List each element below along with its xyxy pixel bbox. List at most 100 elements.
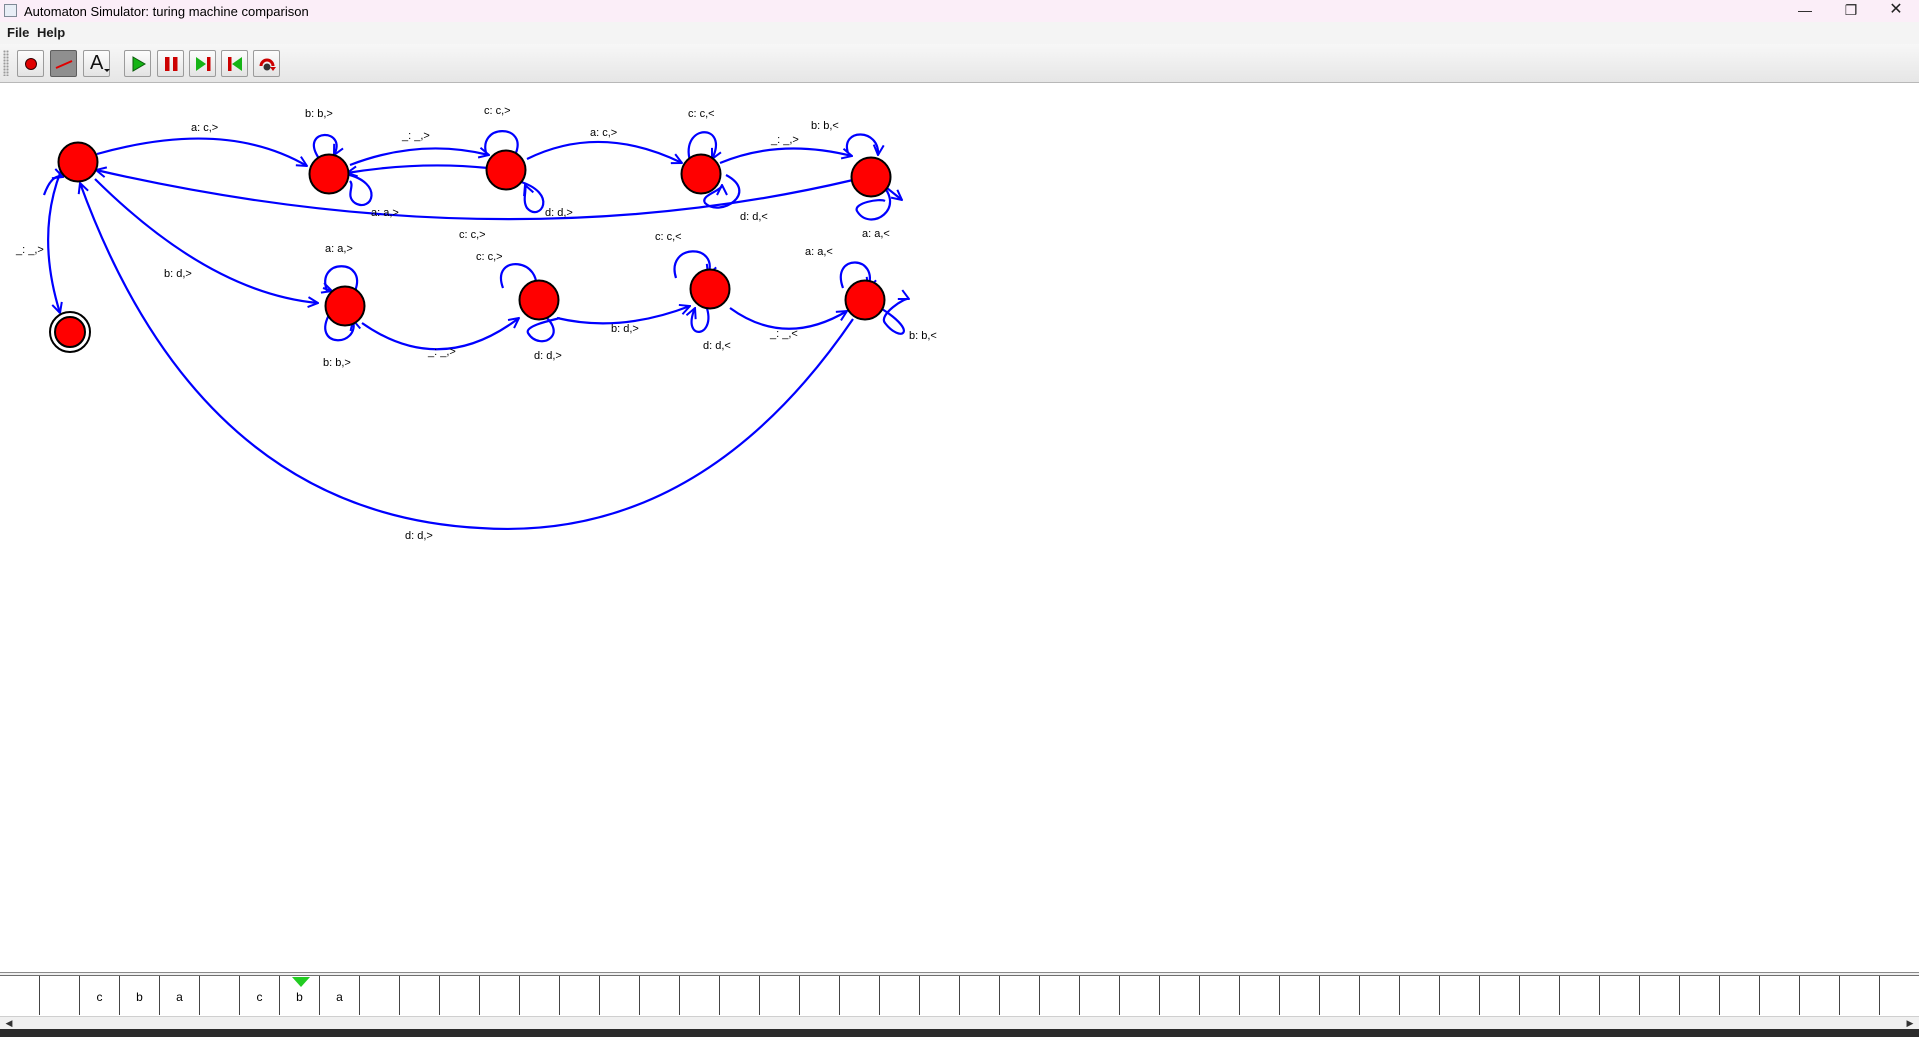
add-state-button[interactable] bbox=[17, 50, 44, 77]
transition-edge[interactable] bbox=[349, 148, 489, 167]
tape-cell[interactable]: a bbox=[160, 976, 200, 1015]
tape-cell[interactable] bbox=[1440, 976, 1480, 1015]
tape-cell[interactable] bbox=[1080, 976, 1120, 1015]
transition-loop[interactable] bbox=[526, 308, 561, 343]
play-button[interactable] bbox=[124, 50, 151, 77]
transition-loop[interactable] bbox=[839, 261, 870, 288]
automaton-canvas[interactable]: a: c,> b: b,> _: _,> a: a,> c: c,> d: d,… bbox=[0, 82, 1919, 973]
tape-cell[interactable] bbox=[1600, 976, 1640, 1015]
tape-cell[interactable] bbox=[600, 976, 640, 1015]
transition-edge[interactable] bbox=[719, 147, 852, 165]
tape-cell[interactable] bbox=[920, 976, 960, 1015]
tape-cell[interactable] bbox=[1560, 976, 1600, 1015]
transition-edge[interactable] bbox=[96, 170, 854, 221]
tape-cell[interactable] bbox=[480, 976, 520, 1015]
tape-cell[interactable] bbox=[1760, 976, 1800, 1015]
tape-cell[interactable] bbox=[640, 976, 680, 1015]
transition-edge[interactable] bbox=[729, 307, 847, 330]
tape-cell[interactable] bbox=[800, 976, 840, 1015]
tape-cell[interactable] bbox=[520, 976, 560, 1015]
tape-cell[interactable] bbox=[760, 976, 800, 1015]
state-final[interactable] bbox=[54, 316, 86, 348]
scroll-left-icon[interactable]: ◀ bbox=[5, 1018, 13, 1028]
tape-cell[interactable] bbox=[0, 976, 40, 1015]
tape-cell[interactable] bbox=[40, 976, 80, 1015]
transition-edge[interactable] bbox=[556, 306, 690, 325]
transition-loop[interactable] bbox=[345, 172, 373, 206]
menu-help[interactable]: Help bbox=[37, 25, 66, 40]
tape-cell[interactable] bbox=[1360, 976, 1400, 1015]
tape-scrollbar[interactable]: ◀ ▶ bbox=[0, 1016, 1919, 1030]
tape-cell[interactable] bbox=[880, 976, 920, 1015]
transition-edge[interactable] bbox=[42, 176, 63, 196]
tape-cell[interactable] bbox=[1840, 976, 1880, 1015]
step-forward-button[interactable] bbox=[189, 50, 216, 77]
state-b1[interactable] bbox=[324, 285, 366, 327]
tape-cell[interactable] bbox=[840, 976, 880, 1015]
transition-loop[interactable] bbox=[312, 134, 337, 158]
transition-edge[interactable] bbox=[80, 183, 854, 530]
transition-edge[interactable] bbox=[361, 318, 519, 351]
transition-loop[interactable] bbox=[673, 250, 710, 279]
tape-cell[interactable]: b bbox=[120, 976, 160, 1015]
tape-cell[interactable] bbox=[1240, 976, 1280, 1015]
tape-cell[interactable] bbox=[1800, 976, 1840, 1015]
state-b3[interactable] bbox=[689, 268, 731, 310]
state-b4[interactable] bbox=[844, 279, 886, 321]
tape-cell[interactable] bbox=[1680, 976, 1720, 1015]
transition-edge[interactable] bbox=[526, 140, 682, 163]
step-back-button[interactable] bbox=[221, 50, 248, 77]
close-icon[interactable]: ✕ bbox=[1889, 1, 1903, 18]
tape-cell[interactable] bbox=[1480, 976, 1520, 1015]
scroll-right-icon[interactable]: ▶ bbox=[1906, 1018, 1914, 1028]
state-t4[interactable] bbox=[850, 156, 892, 198]
transition-loop[interactable] bbox=[886, 187, 902, 200]
transition-edge[interactable] bbox=[347, 164, 489, 173]
tape-cell[interactable] bbox=[1280, 976, 1320, 1015]
tape-cell[interactable] bbox=[1520, 976, 1560, 1015]
state-q0[interactable] bbox=[57, 141, 99, 183]
transition-loop[interactable] bbox=[703, 174, 741, 209]
transition-loop[interactable] bbox=[687, 131, 716, 162]
tape-cell[interactable] bbox=[1200, 976, 1240, 1015]
tape-cell[interactable] bbox=[200, 976, 240, 1015]
tape-cell[interactable] bbox=[1320, 976, 1360, 1015]
state-t1[interactable] bbox=[308, 153, 350, 195]
automaton-graph[interactable]: a: c,> b: b,> _: _,> a: a,> c: c,> d: d,… bbox=[0, 83, 1919, 972]
add-transition-button[interactable] bbox=[50, 50, 77, 77]
tape-cell[interactable] bbox=[1000, 976, 1040, 1015]
maximize-icon[interactable]: ❐ bbox=[1844, 2, 1858, 18]
tape-cell[interactable] bbox=[720, 976, 760, 1015]
tape-cell[interactable] bbox=[1040, 976, 1080, 1015]
tape-cell[interactable] bbox=[360, 976, 400, 1015]
state-t3[interactable] bbox=[680, 153, 722, 195]
transition-edge[interactable] bbox=[96, 137, 307, 166]
tape-cell[interactable] bbox=[680, 976, 720, 1015]
tape-cell[interactable] bbox=[1160, 976, 1200, 1015]
text-tool-button[interactable]: A bbox=[83, 50, 110, 77]
transition-loop[interactable] bbox=[323, 288, 332, 291]
tape-cell[interactable]: b bbox=[280, 976, 320, 1015]
tape-cell[interactable] bbox=[1400, 976, 1440, 1015]
tape-cell[interactable] bbox=[400, 976, 440, 1015]
state-b2[interactable] bbox=[518, 279, 560, 321]
transition-loop[interactable] bbox=[484, 130, 519, 157]
tape-cell[interactable] bbox=[1720, 976, 1760, 1015]
tape-cell[interactable] bbox=[1120, 976, 1160, 1015]
tape-cell[interactable]: a bbox=[320, 976, 360, 1015]
transition-loop[interactable] bbox=[324, 312, 353, 342]
state-t2[interactable] bbox=[485, 149, 527, 191]
tape-cell[interactable] bbox=[1640, 976, 1680, 1015]
transition-loop[interactable] bbox=[692, 302, 710, 333]
transition-loop[interactable] bbox=[855, 182, 892, 221]
reset-button[interactable] bbox=[253, 50, 280, 77]
transition-loop[interactable] bbox=[845, 133, 878, 155]
tape-cell[interactable] bbox=[560, 976, 600, 1015]
tape-cell[interactable] bbox=[440, 976, 480, 1015]
minimize-icon[interactable]: — bbox=[1798, 2, 1812, 18]
menu-file[interactable]: File bbox=[7, 25, 30, 40]
tape-cell[interactable] bbox=[960, 976, 1000, 1015]
tape-cell[interactable]: c bbox=[80, 976, 120, 1015]
tape-cell[interactable] bbox=[1880, 976, 1919, 1015]
tape-cell[interactable]: c bbox=[240, 976, 280, 1015]
